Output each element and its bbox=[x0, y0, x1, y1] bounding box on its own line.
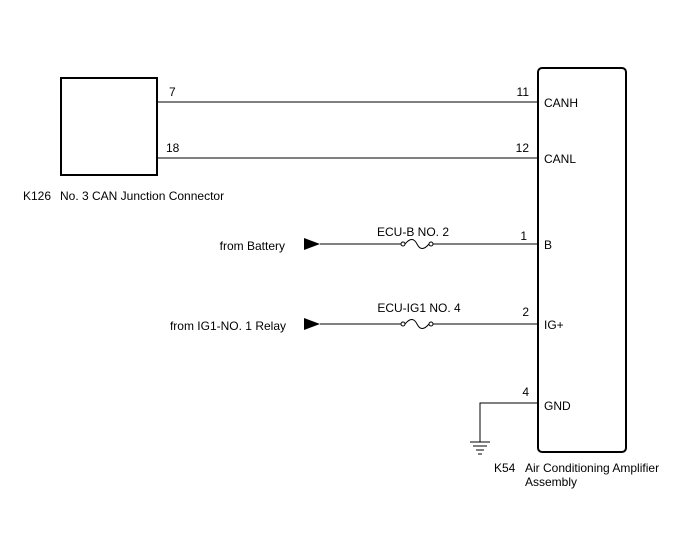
battery-arrow-icon bbox=[304, 238, 320, 250]
canh-terminal-label: CANH bbox=[544, 96, 578, 110]
b-fuse-terminal-left bbox=[400, 241, 406, 247]
gnd-terminal-label: GND bbox=[544, 399, 571, 413]
k54-name-line1: Air Conditioning Amplifier bbox=[525, 461, 659, 475]
b-pin: 1 bbox=[520, 229, 527, 243]
fuse-icon bbox=[404, 239, 430, 249]
gnd-wire bbox=[479, 402, 538, 442]
ig-fuse-terminal-left bbox=[400, 321, 406, 327]
k54-code: K54 bbox=[494, 461, 516, 475]
ig-fuse-label: ECU-IG1 NO. 4 bbox=[377, 301, 461, 315]
b-fuse-label: ECU-B NO. 2 bbox=[377, 225, 449, 239]
k54-name-line2: Assembly bbox=[525, 475, 577, 489]
ig1-relay-source-label: from IG1-NO. 1 Relay bbox=[170, 319, 286, 333]
battery-source-label: from Battery bbox=[220, 239, 285, 253]
ig1-arrow-icon bbox=[304, 318, 320, 330]
gnd-pin: 4 bbox=[522, 385, 529, 399]
k54-amplifier-box bbox=[537, 67, 627, 453]
b-terminal-label: B bbox=[544, 238, 552, 252]
k126-name: No. 3 CAN Junction Connector bbox=[60, 189, 224, 203]
ig-fuse-terminal-right bbox=[428, 321, 434, 327]
canl-right-pin: 12 bbox=[516, 141, 530, 155]
canl-terminal-label: CANL bbox=[544, 152, 576, 166]
ig-terminal-label: IG+ bbox=[544, 318, 564, 332]
k126-code: K126 bbox=[23, 189, 51, 203]
fuse-icon bbox=[404, 319, 430, 329]
canl-left-pin: 18 bbox=[166, 141, 180, 155]
ig-pin: 2 bbox=[522, 305, 529, 319]
b-fuse-terminal-right bbox=[428, 241, 434, 247]
canh-left-pin: 7 bbox=[169, 85, 176, 99]
k126-connector-box bbox=[60, 77, 158, 176]
canh-right-pin: 11 bbox=[517, 85, 530, 99]
